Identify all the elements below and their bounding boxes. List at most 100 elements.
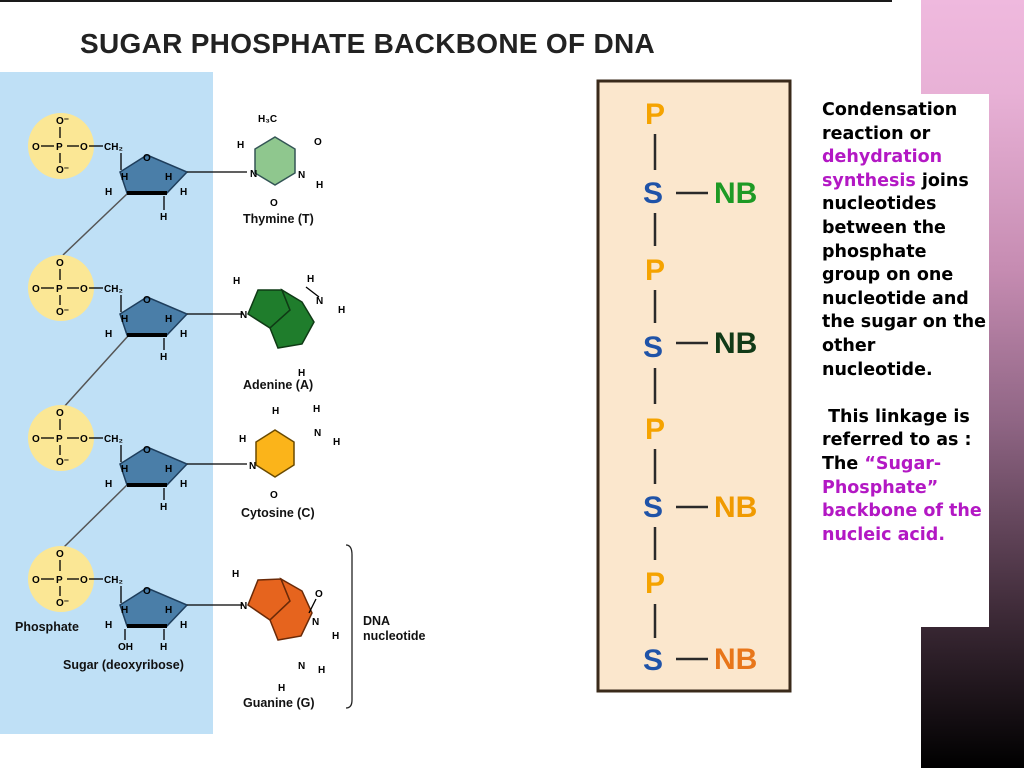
svg-text:O: O (56, 408, 64, 419)
svg-text:P: P (56, 575, 63, 586)
svg-text:H₃C: H₃C (258, 114, 277, 125)
svg-text:O: O (56, 549, 64, 560)
svg-text:H: H (237, 140, 244, 151)
svg-text:H: H (121, 314, 128, 325)
svg-text:H: H (332, 631, 339, 642)
svg-text:H: H (313, 404, 320, 415)
svg-text:H: H (338, 305, 345, 316)
sugar-ring (119, 296, 189, 336)
svg-text:H: H (278, 683, 285, 694)
svg-text:O: O (143, 153, 151, 164)
slide-title: SUGAR PHOSPHATE BACKBONE OF DNA (80, 28, 656, 59)
svg-text:O: O (32, 575, 40, 586)
base-name-thymine: Thymine (T) (243, 212, 314, 226)
sugar-ring (119, 446, 189, 486)
svg-text:N: N (249, 461, 256, 472)
svg-text:H: H (121, 464, 128, 475)
explanation-paragraph-2: This linkage is referred to as : The “Su… (822, 406, 982, 545)
nucleotide-label-line2: nucleotide (363, 629, 426, 643)
svg-text:H: H (180, 620, 187, 631)
svg-text:OH: OH (118, 642, 133, 653)
phosphate-o-top: O⁻ (56, 116, 69, 127)
base-name-guanine: Guanine (G) (243, 696, 315, 710)
svg-text:H: H (239, 434, 246, 445)
backbone-p1: P (645, 98, 665, 131)
svg-text:O: O (143, 586, 151, 597)
svg-text:H: H (165, 314, 172, 325)
svg-text:H: H (298, 368, 305, 379)
top-rule (0, 0, 892, 2)
explanation-paragraph-1: Condensation reaction or dehydration syn… (822, 100, 986, 380)
backbone-link (62, 192, 129, 256)
svg-text:N: N (314, 428, 321, 439)
svg-text:O: O (270, 198, 278, 209)
svg-text:N: N (298, 170, 305, 181)
phosphate-circle (28, 255, 94, 321)
backbone-nb1: NB (714, 177, 757, 210)
svg-text:O: O (315, 589, 323, 600)
backbone-nb2: NB (714, 327, 757, 360)
backbone-link (62, 335, 129, 409)
svg-text:O: O (32, 284, 40, 295)
svg-text:H: H (180, 479, 187, 490)
svg-text:O⁻: O⁻ (56, 307, 69, 318)
svg-text:H: H (233, 276, 240, 287)
svg-text:H: H (160, 212, 167, 223)
backbone-box (596, 79, 792, 693)
svg-text:CH₂: CH₂ (104, 284, 123, 295)
svg-text:H: H (105, 479, 112, 490)
svg-text:H: H (333, 437, 340, 448)
svg-text:P: P (56, 284, 63, 295)
backbone-p2: P (645, 254, 665, 287)
nucleotide-bracket (345, 544, 353, 709)
backbone-s4: S (643, 644, 663, 677)
svg-text:O: O (143, 295, 151, 306)
ch2-label: CH₂ (104, 142, 123, 153)
svg-text:CH₂: CH₂ (104, 434, 123, 445)
phosphate-circle (28, 113, 94, 179)
base-ring-cytosine (255, 429, 295, 478)
svg-text:H: H (232, 569, 239, 580)
svg-text:N: N (312, 617, 319, 628)
nucleotide-cytosine: O O P O O⁻ CH₂ O H H H H H H H H (28, 404, 340, 520)
svg-text:H: H (165, 172, 172, 183)
backbone-s3: S (643, 491, 663, 524)
svg-text:CH₂: CH₂ (104, 575, 123, 586)
svg-text:O: O (314, 137, 322, 148)
svg-text:H: H (180, 329, 187, 340)
phosphate-label: Phosphate (15, 620, 79, 634)
svg-text:N: N (250, 169, 257, 180)
backbone-s2: S (643, 331, 663, 364)
base-name-cytosine: Cytosine (C) (241, 506, 315, 520)
phosphate-o-left: O (32, 142, 40, 153)
svg-text:H: H (160, 642, 167, 653)
svg-text:O⁻: O⁻ (56, 457, 69, 468)
svg-text:O⁻: O⁻ (56, 598, 69, 609)
svg-text:H: H (316, 180, 323, 191)
svg-text:O: O (56, 258, 64, 269)
svg-text:O: O (32, 434, 40, 445)
nucleotide-guanine: O O P O O⁻ CH₂ O H H H H OH H H (28, 546, 339, 710)
svg-text:P: P (56, 434, 63, 445)
svg-text:H: H (180, 187, 187, 198)
svg-text:O: O (80, 434, 88, 445)
phosphate-circle (28, 405, 94, 471)
svg-text:H: H (318, 665, 325, 676)
svg-text:H: H (160, 502, 167, 513)
svg-text:O: O (143, 445, 151, 456)
phosphate-p: P (56, 142, 63, 153)
explanation-panel (814, 94, 989, 627)
svg-text:H: H (105, 187, 112, 198)
sugar-ring (119, 587, 189, 627)
svg-text:H: H (121, 172, 128, 183)
base-ring-thymine (254, 136, 296, 186)
phosphate-circle (28, 546, 94, 612)
svg-text:H: H (165, 605, 172, 616)
svg-text:O: O (80, 284, 88, 295)
svg-text:N: N (316, 296, 323, 307)
backbone-nb4: NB (714, 643, 757, 676)
nucleotide-label-line1: DNA (363, 614, 390, 628)
svg-text:H: H (307, 274, 314, 285)
base-ring-adenine-6 (269, 288, 315, 349)
